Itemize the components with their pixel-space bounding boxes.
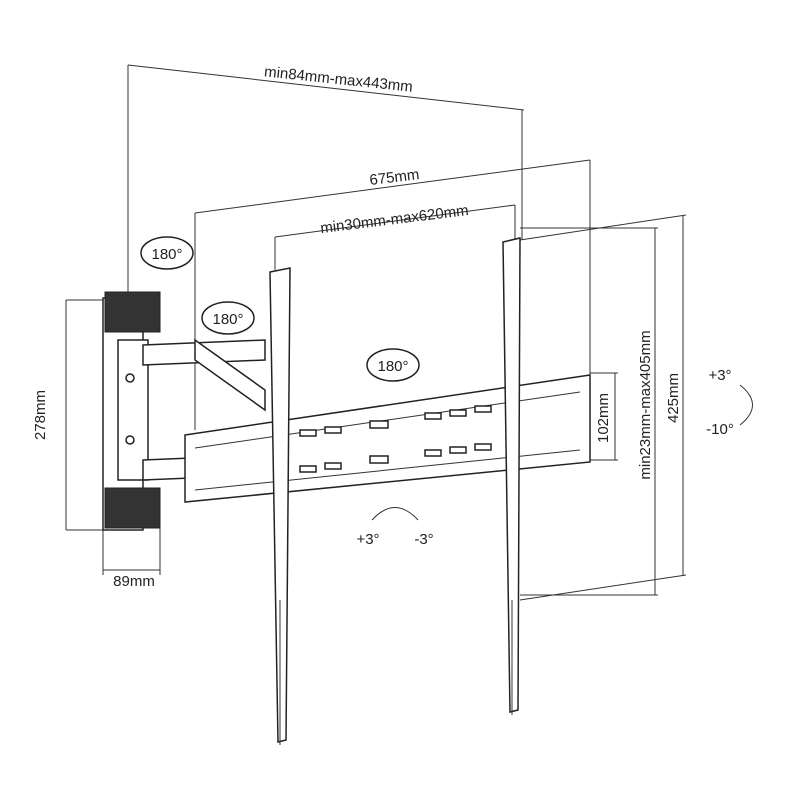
swivel-label-1: 180°	[151, 246, 182, 263]
tilt-arc-icon	[739, 384, 753, 426]
level-plus-label: +3°	[356, 531, 379, 548]
dimension-lines	[65, 64, 687, 601]
arm-height-label: 425mm	[665, 373, 682, 423]
tilt-down-label: -10°	[706, 421, 734, 438]
wall-plate	[102, 291, 161, 531]
wall-plate-height-label: 278mm	[32, 390, 49, 440]
level-arc-icon	[371, 507, 419, 521]
vesa-horizontal-label: min30mm-max620mm	[319, 202, 469, 237]
tilt-up-label: +3°	[708, 367, 731, 384]
rail-width-label: 675mm	[369, 166, 421, 189]
swivel-label-3: 180°	[377, 358, 408, 375]
vertical-tv-arms	[269, 237, 521, 745]
level-minus-label: -3°	[414, 531, 433, 548]
swivel-badges	[140, 236, 420, 382]
rail-slots	[299, 405, 492, 473]
arm-extension-label: min84mm-max443mm	[263, 63, 413, 96]
rail-height-label: 102mm	[595, 393, 612, 443]
swivel-label-2: 180°	[212, 311, 243, 328]
wall-plate-width-label: 89mm	[113, 573, 155, 590]
vesa-vertical-label: min23mm-max405mm	[637, 330, 654, 479]
